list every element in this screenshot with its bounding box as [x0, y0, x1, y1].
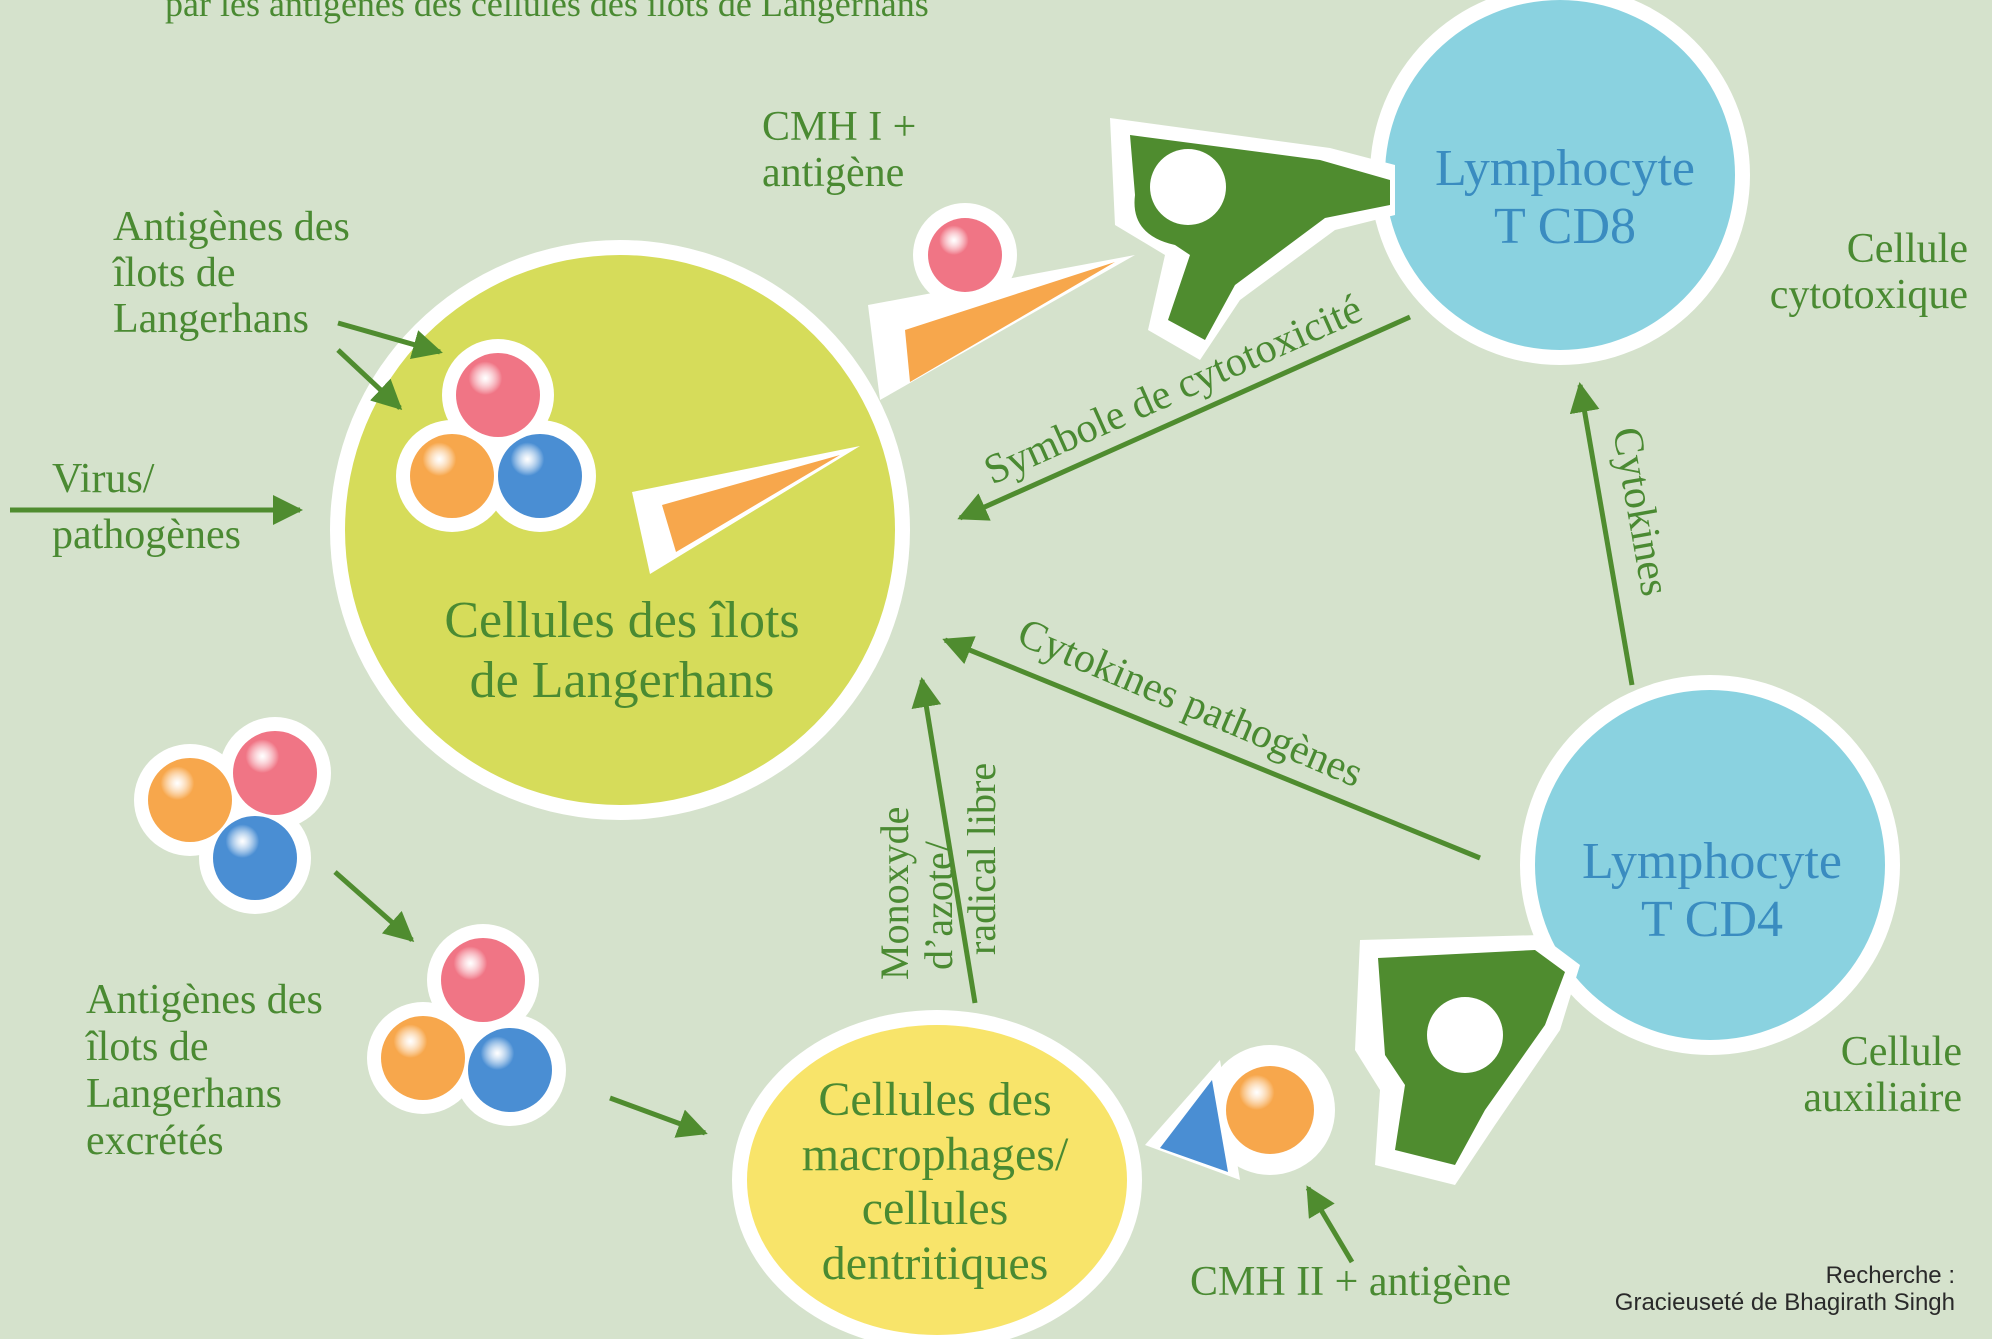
arrow-cluster-to-cluster: [333, 870, 415, 942]
svg-text:Antigènes des: Antigènes des: [113, 204, 350, 250]
inner-antigen-wedge: [632, 446, 860, 574]
arrow-macrophage-to-islet: [911, 677, 978, 1004]
credit: Recherche : Gracieuseté de Bhagirath Sin…: [1615, 1262, 1955, 1316]
cd4-receptor: [1355, 935, 1580, 1185]
mhc2-label: CMH II + antigène: [1190, 1259, 1511, 1305]
svg-text:Langerhans: Langerhans: [86, 1071, 282, 1117]
islet-cell: [330, 240, 910, 820]
svg-text:antigène: antigène: [762, 150, 904, 196]
svg-text:d’azote/: d’azote/: [916, 840, 961, 970]
macrophage-label-line4: dentritiques: [822, 1237, 1049, 1290]
cd4-cell: [1520, 675, 1900, 1055]
cd4-label-line2: T CD4: [1641, 891, 1783, 948]
free-antigen-cluster-top: [134, 717, 331, 914]
mhc1-receptor: [868, 255, 1135, 400]
free-antigen-cluster-bottom: [367, 924, 566, 1126]
macrophage-label-line2: macrophages/: [802, 1128, 1069, 1181]
macrophage-label-line3: cellules: [862, 1182, 1009, 1235]
pathogenic-cytokines-label: Cytokines pathogènes: [1011, 610, 1369, 797]
virus-label: Virus/ pathogènes: [52, 456, 241, 558]
svg-text:Cellule: Cellule: [1847, 226, 1968, 272]
svg-text:îlots de: îlots de: [112, 250, 236, 296]
macrophage-label-line1: Cellules des: [818, 1073, 1051, 1126]
svg-text:radical libre: radical libre: [959, 763, 1004, 955]
svg-text:excrétés: excrétés: [86, 1118, 224, 1164]
svg-text:Gracieuseté de Bhagirath Singh: Gracieuseté de Bhagirath Singh: [1615, 1289, 1955, 1316]
svg-text:pathogènes: pathogènes: [52, 512, 241, 558]
nitric-oxide-label: Monoxyde d’azote/ radical libre: [872, 763, 1004, 980]
svg-text:Virus/: Virus/: [52, 456, 155, 502]
arrow-cd4-to-cd8: [1569, 382, 1635, 686]
islet-antigen-cluster: [396, 339, 596, 532]
islet-antigens-label: Antigènes des îlots de Langerhans: [112, 204, 350, 342]
arrow-cd4-to-islet: [942, 636, 1481, 861]
cd8-receptor: [1110, 118, 1395, 360]
svg-text:Monoxyde: Monoxyde: [872, 807, 917, 980]
cd8-label-line2: T CD8: [1494, 198, 1636, 255]
mhc1-label: CMH I + antigène: [762, 104, 916, 196]
cd8-label-line1: Lymphocyte: [1435, 140, 1695, 197]
excreted-antigens-label: Antigènes des îlots de Langerhans excrét…: [85, 977, 323, 1164]
islet-label-line1: Cellules des îlots: [444, 592, 799, 649]
title-partial: par les antigènes des cellules des îlots…: [165, 0, 929, 24]
svg-text:îlots de: îlots de: [85, 1024, 209, 1070]
svg-text:auxiliaire: auxiliaire: [1803, 1075, 1962, 1121]
arrows: [10, 314, 1635, 1264]
mhc2-complex: [1145, 1045, 1335, 1180]
arrow-antigen-to-islet-2: [336, 348, 403, 411]
helper-cell-label: Cellule auxiliaire: [1803, 1029, 1962, 1121]
arrow-cd8-to-islet: [957, 314, 1412, 521]
svg-text:Recherche :: Recherche :: [1826, 1262, 1955, 1289]
cd8-cell: [1370, 0, 1750, 365]
cd4-label-line1: Lymphocyte: [1582, 833, 1842, 890]
svg-text:CMH I +: CMH I +: [762, 104, 916, 150]
arrow-antigen-to-islet-1: [337, 320, 443, 360]
svg-text:Langerhans: Langerhans: [113, 296, 309, 342]
islet-label-line2: de Langerhans: [470, 652, 775, 709]
svg-text:Antigènes des: Antigènes des: [86, 977, 323, 1023]
arrow-cluster-to-macrophage: [609, 1095, 708, 1138]
arrow-mhc2-label: [1305, 1185, 1355, 1264]
mhc1-antigen-pink: [913, 203, 1017, 307]
cytotoxic-cell-label: Cellule cytotoxique: [1770, 226, 1968, 318]
svg-text:cytotoxique: cytotoxique: [1770, 272, 1968, 318]
macrophage-cell: [732, 1010, 1142, 1339]
svg-text:Cellule: Cellule: [1841, 1029, 1962, 1075]
